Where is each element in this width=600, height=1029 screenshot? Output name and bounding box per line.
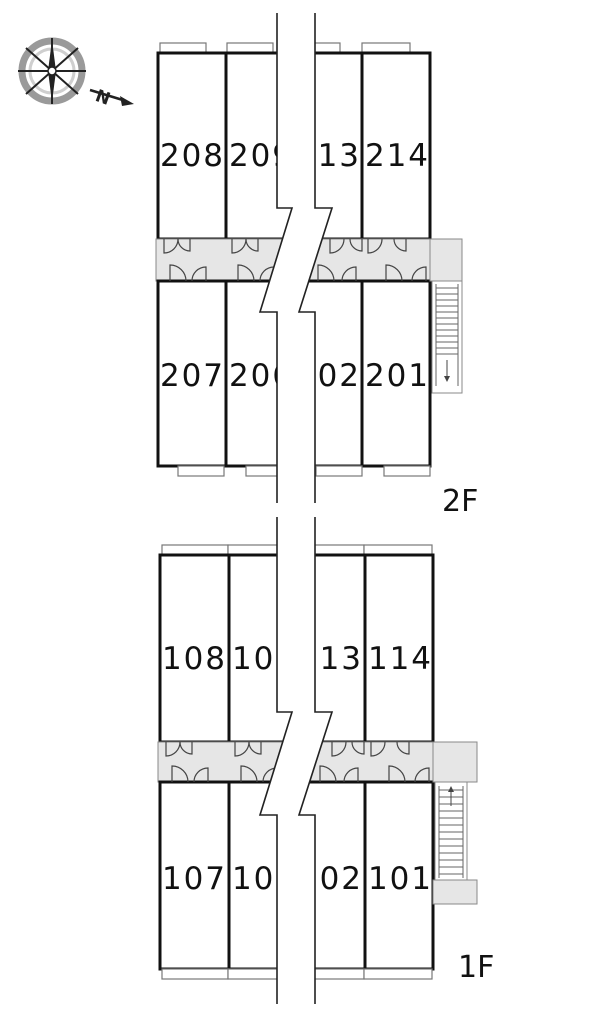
stairs-2f: [429, 238, 463, 394]
room-label: 214: [365, 138, 427, 174]
compass-north-letter: N: [92, 86, 112, 110]
break-line-1f: [258, 517, 334, 1004]
room-label: 108: [162, 641, 224, 677]
room-label: 113: [298, 641, 360, 677]
room-labels-1f: 108 109 106 113 102 114 107 101: [162, 641, 431, 897]
compass: N: [18, 37, 134, 110]
room-label: 102: [298, 861, 360, 897]
room-label: 209: [229, 138, 291, 174]
room-label: 208: [160, 138, 222, 174]
room-label: 106: [232, 861, 294, 897]
floor-label-1f: 1F: [458, 950, 494, 985]
room-label: 201: [365, 358, 427, 394]
room-label: 207: [160, 358, 222, 394]
floor-2f-right-section: [299, 42, 433, 477]
compass-rose-icon: [18, 37, 86, 105]
room-label: 202: [296, 358, 358, 394]
north-arrow-icon: [89, 88, 134, 106]
break-line-2f: [258, 13, 334, 503]
floor-label-2f: 2F: [442, 484, 478, 519]
floor-2f-left-section: [155, 42, 292, 477]
floor-1f-plan: [157, 517, 478, 1004]
room-label: 206: [229, 358, 291, 394]
stairs-1f: [432, 741, 478, 905]
room-label: 114: [368, 641, 430, 677]
floor-2f-plan: [155, 13, 463, 503]
room-label: 107: [162, 861, 224, 897]
room-label: 213: [296, 138, 358, 174]
room-label: 109: [232, 641, 294, 677]
room-label: 101: [368, 861, 430, 897]
